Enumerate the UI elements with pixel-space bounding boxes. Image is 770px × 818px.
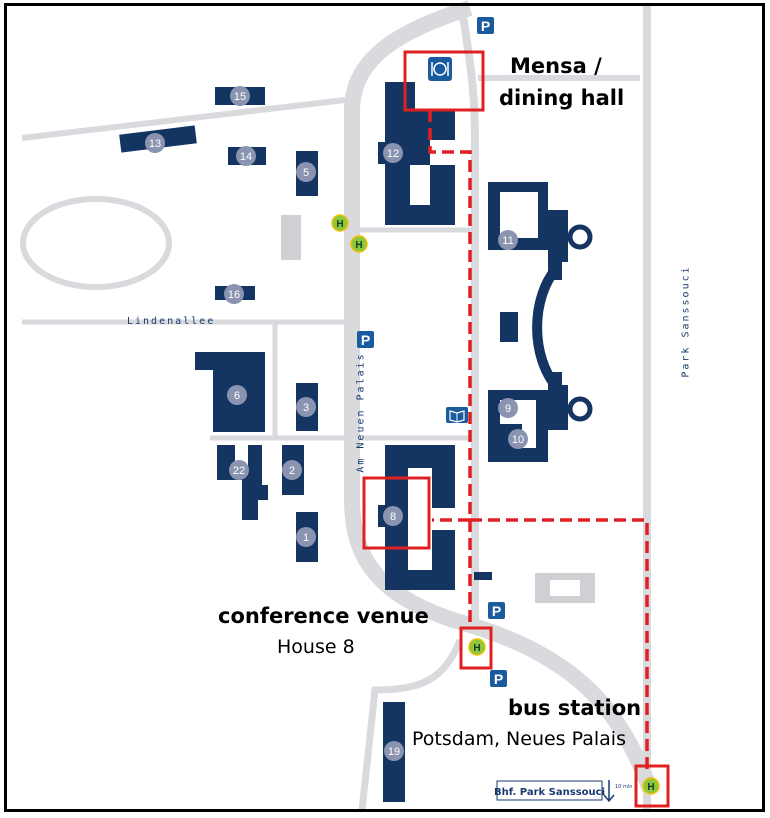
book-icon (446, 407, 468, 423)
badge-10: 10 (508, 429, 528, 449)
building-9-10 (488, 385, 568, 462)
bus-station-label-title: bus station (508, 696, 642, 720)
building-22 (217, 445, 268, 520)
palace-colonnade-knob-top (548, 252, 562, 280)
building-12 (385, 82, 455, 225)
badge-16: 16 (224, 284, 244, 304)
badge-5: 5 (296, 162, 316, 182)
road-east-drive (458, 9, 479, 625)
road-south-branch (358, 638, 464, 811)
palace-colonnade-block (500, 312, 518, 342)
bus-stop-icon: H (331, 214, 349, 232)
svg-text:10: 10 (512, 434, 524, 446)
badge-11: 11 (498, 230, 518, 250)
highlight-boxes (362, 50, 670, 808)
svg-text:12: 12 (387, 148, 399, 160)
building-number-badges: 15 13 14 5 12 11 16 6 3 9 10 22 2 8 1 19 (145, 86, 528, 761)
badge-19: 19 (384, 741, 404, 761)
dome-north (567, 224, 593, 250)
svg-text:15: 15 (234, 91, 246, 103)
svg-text:16: 16 (228, 289, 240, 301)
bhf-stop-highlight (634, 764, 670, 808)
venue-label-title: conference venue (218, 604, 429, 628)
grey-block-west (281, 215, 301, 260)
badge-1: 1 (296, 527, 316, 547)
building-11 (488, 182, 568, 262)
mensa-highlight (403, 50, 485, 112)
bhf-walk-note: 10 min (615, 784, 632, 790)
svg-text:8: 8 (390, 511, 396, 523)
buildings (119, 82, 568, 802)
bhf-park-sanssouci-sign: Bhf. Park Sanssouci 10 min (494, 780, 632, 803)
bus-station-label-sub: Potsdam, Neues Palais (412, 728, 626, 750)
bus-stop-icon: H (468, 638, 486, 656)
svg-text:1: 1 (303, 532, 309, 544)
svg-text:H: H (355, 240, 362, 251)
parking-icon: P (477, 17, 494, 34)
badge-13: 13 (145, 133, 165, 153)
svg-text:2: 2 (289, 465, 295, 477)
arrow-down-icon (603, 780, 615, 803)
venue-label-sub: House 8 (277, 636, 355, 658)
svg-text:P: P (481, 18, 490, 34)
svg-text:P: P (361, 332, 370, 348)
parking-signs: P P P P (357, 17, 507, 687)
svg-text:6: 6 (234, 390, 240, 402)
badge-6: 6 (227, 385, 247, 405)
palace-domes (567, 224, 593, 422)
bus-stops: H H H H (331, 214, 660, 795)
mensa-label-line2: dining hall (499, 86, 625, 110)
svg-text:22: 22 (233, 465, 245, 477)
badge-22: 22 (229, 460, 249, 480)
svg-text:3: 3 (303, 402, 309, 414)
svg-text:9: 9 (505, 403, 511, 415)
svg-text:13: 13 (149, 138, 161, 150)
venue-highlight (362, 476, 431, 550)
svg-text:H: H (647, 782, 654, 793)
bus-station-highlight (459, 626, 493, 670)
route-venue-to-bhf (470, 518, 649, 770)
road-top-northwest (21, 97, 346, 141)
mensa-label-line1: Mensa / (510, 54, 602, 78)
grey-block-south (535, 573, 595, 603)
fork-knife-plate-icon (428, 57, 452, 81)
svg-text:P: P (492, 603, 501, 619)
bus-stop-icon: H (642, 777, 660, 795)
badge-14: 14 (236, 146, 256, 166)
street-label-lindenallee: Lindenallee (127, 316, 216, 327)
small-block-south (474, 572, 492, 580)
route-mensa-to-venue (428, 110, 472, 522)
svg-text:14: 14 (240, 151, 252, 163)
running-track (20, 196, 172, 290)
badge-9: 9 (498, 398, 518, 418)
badge-15: 15 (230, 86, 250, 106)
badge-8: 8 (383, 506, 403, 526)
svg-text:H: H (473, 643, 480, 654)
badge-12: 12 (383, 143, 403, 163)
svg-text:5: 5 (303, 167, 309, 179)
parking-icon: P (357, 331, 374, 348)
street-label-am-neuen-palais: Am Neuen Palais (355, 352, 367, 473)
parking-icon: P (488, 602, 505, 619)
map-frame (4, 3, 765, 812)
badge-2: 2 (282, 460, 302, 480)
walking-route (428, 110, 649, 770)
bhf-sign-label: Bhf. Park Sanssouci (494, 787, 605, 798)
svg-text:P: P (494, 671, 503, 687)
svg-text:19: 19 (388, 746, 400, 758)
building-8 (385, 445, 455, 590)
bus-stop-icon: H (350, 235, 368, 253)
dome-south (567, 396, 593, 422)
svg-text:11: 11 (502, 235, 513, 247)
svg-text:H: H (336, 219, 343, 230)
parking-icon: P (490, 670, 507, 687)
palace-colonnade (532, 266, 559, 389)
street-label-park-sanssouci: Park Sanssouci (680, 265, 692, 378)
badge-3: 3 (296, 397, 316, 417)
